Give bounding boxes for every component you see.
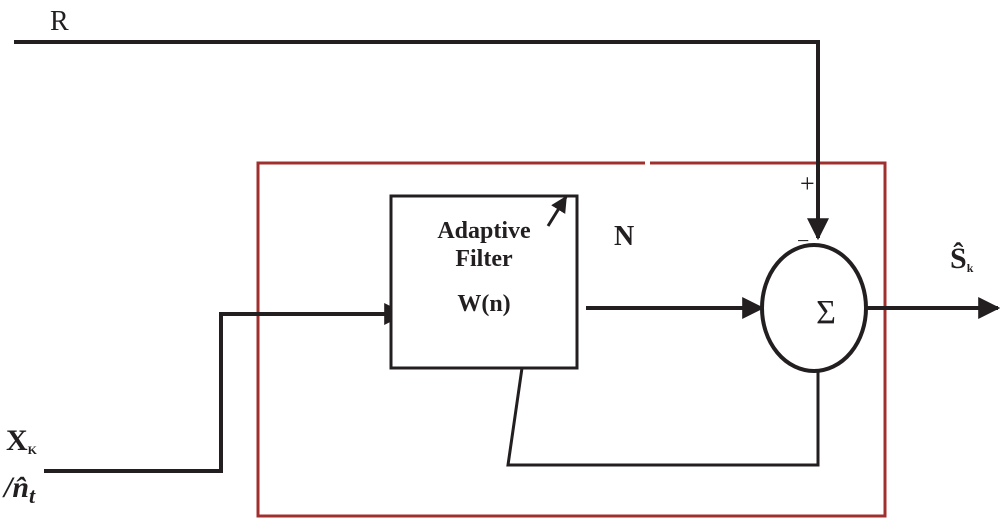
primary-alt-sub-label: t	[29, 483, 36, 508]
output-main-label: Ŝ	[950, 242, 967, 275]
reference-label: R	[50, 6, 69, 37]
primary-sub-label: K	[28, 443, 38, 457]
svg-text:XK: XK	[6, 424, 38, 457]
primary-alt-label: n̂	[12, 471, 29, 504]
plus-sign: +	[800, 169, 815, 198]
primary-input-label: XK /n̂t	[2, 424, 38, 508]
output-sub-label: k	[967, 261, 974, 275]
summing-junction	[760, 243, 868, 373]
svg-text:Ŝk: Ŝk	[950, 242, 974, 275]
filter-label-line3: W(n)	[457, 291, 510, 317]
sigma-symbol: Σ	[816, 294, 836, 331]
reference-signal-line	[14, 40, 829, 241]
svg-text:/n̂t: /n̂t	[2, 471, 36, 508]
adaptation-arrow	[546, 195, 568, 227]
primary-alt-prefix: /	[2, 471, 15, 504]
adaptive-filter-block	[389, 194, 579, 370]
intermediate-signal-label: N	[614, 221, 634, 252]
system-frame	[256, 161, 887, 518]
filter-label-line1: Adaptive	[437, 218, 531, 244]
error-feedback-line	[506, 367, 820, 467]
output-label: Ŝk	[950, 242, 974, 275]
filter-label-line2: Filter	[455, 246, 513, 272]
primary-main-label: X	[6, 424, 28, 457]
primary-input-line	[44, 303, 407, 473]
minus-sign: −	[797, 228, 809, 253]
